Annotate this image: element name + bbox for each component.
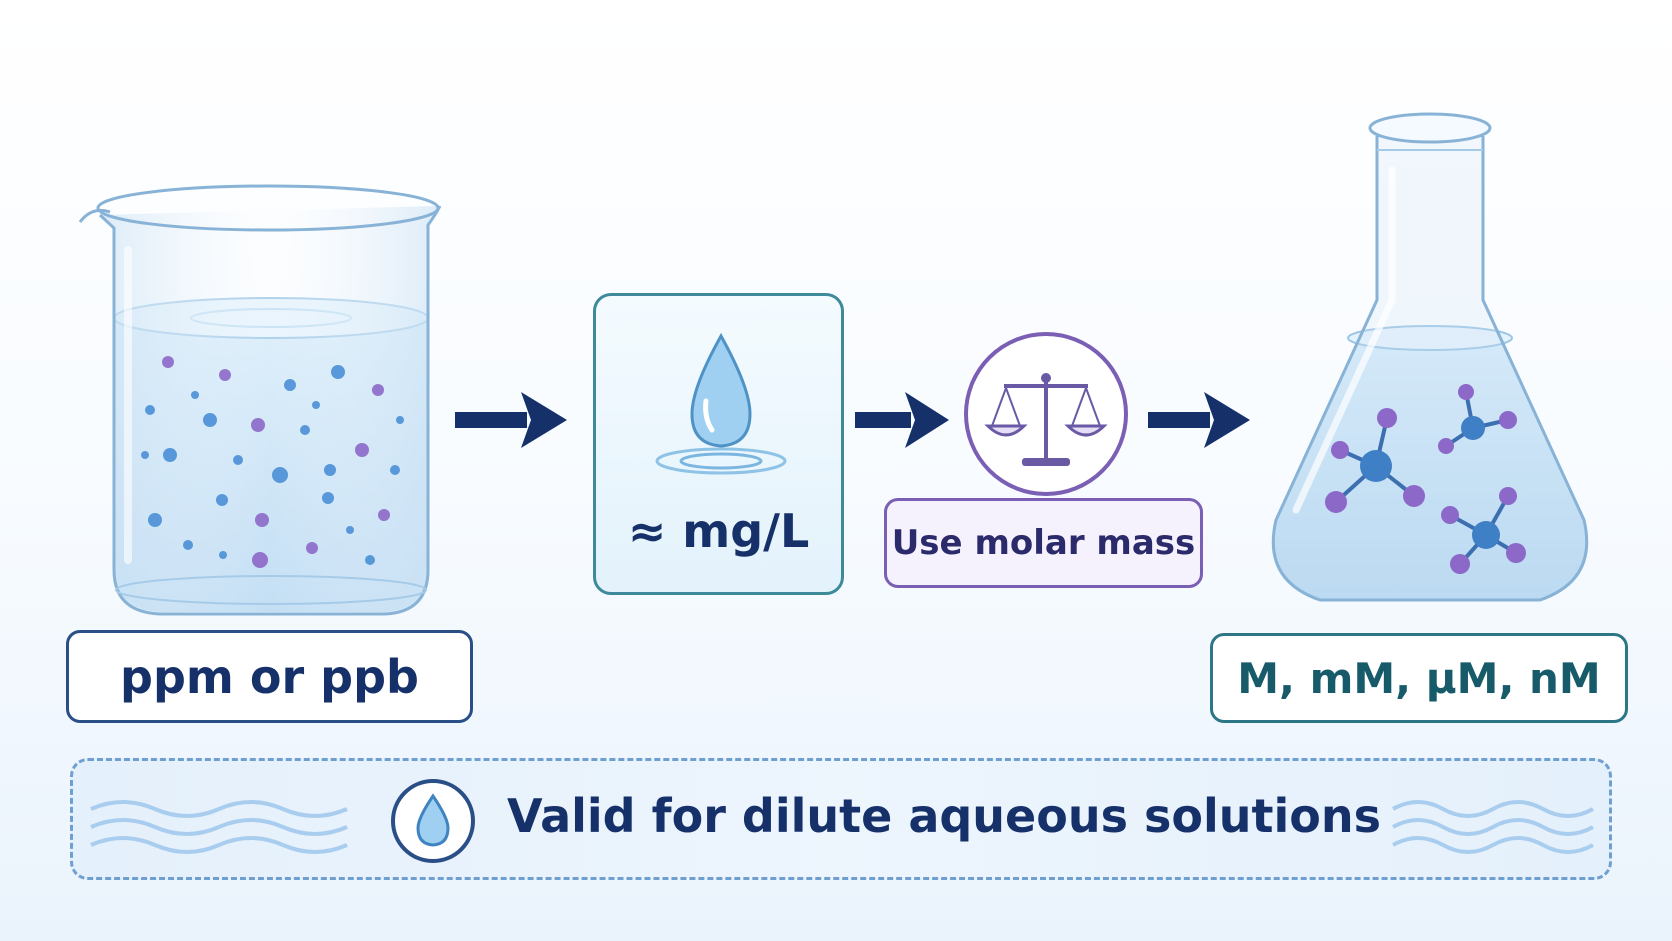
conversion-label: Use molar mass [884, 498, 1203, 588]
particle-icon [378, 509, 390, 521]
particle-icon [312, 401, 320, 409]
particle-icon [251, 418, 265, 432]
particle-icon [324, 464, 336, 476]
balance-scale-icon [964, 332, 1128, 496]
particle-icon [203, 413, 217, 427]
validity-note-text: Valid for dilute aqueous solutions [507, 789, 1381, 843]
particle-icon [233, 455, 243, 465]
particle-icon [390, 465, 400, 475]
water-drop-icon [391, 779, 475, 863]
particle-icon [355, 443, 369, 457]
intermediate-unit-label: ≈ mg/L [627, 504, 810, 558]
particle-icon [252, 552, 268, 568]
particle-icon [216, 494, 228, 506]
molecule-icon [1325, 408, 1425, 513]
arrow-right-icon [855, 392, 949, 448]
molecule-icon [1441, 487, 1526, 574]
particle-icon [145, 405, 155, 415]
wave-decoration-icon [1392, 800, 1594, 854]
particle-icon [162, 356, 174, 368]
particle-icon [365, 555, 375, 565]
target-unit-label: M, mM, µM, nM [1210, 633, 1628, 723]
particle-icon [219, 551, 227, 559]
intermediate-unit-card: ≈ mg/L [593, 293, 844, 595]
particle-icon [322, 492, 334, 504]
wave-decoration-icon [90, 800, 348, 854]
particle-icon [219, 369, 231, 381]
particle-icon [255, 513, 269, 527]
particle-icon [346, 526, 354, 534]
particle-icon [372, 384, 384, 396]
arrow-right-icon [1148, 392, 1250, 448]
particle-icon [284, 379, 296, 391]
particle-icon [300, 425, 310, 435]
validity-note-banner: Valid for dilute aqueous solutions [70, 758, 1612, 880]
source-unit-label: ppm or ppb [66, 630, 473, 723]
particle-icon [306, 542, 318, 554]
particle-icon [191, 391, 199, 399]
particle-icon [183, 540, 193, 550]
particle-icon [272, 467, 288, 483]
particle-icon [396, 416, 404, 424]
particle-icon [148, 513, 162, 527]
particle-icon [163, 448, 177, 462]
molecule-icon [1438, 384, 1517, 454]
particle-icon [141, 451, 149, 459]
particle-icon [331, 365, 345, 379]
water-drop-icon [655, 332, 787, 475]
arrow-right-icon [455, 392, 567, 448]
